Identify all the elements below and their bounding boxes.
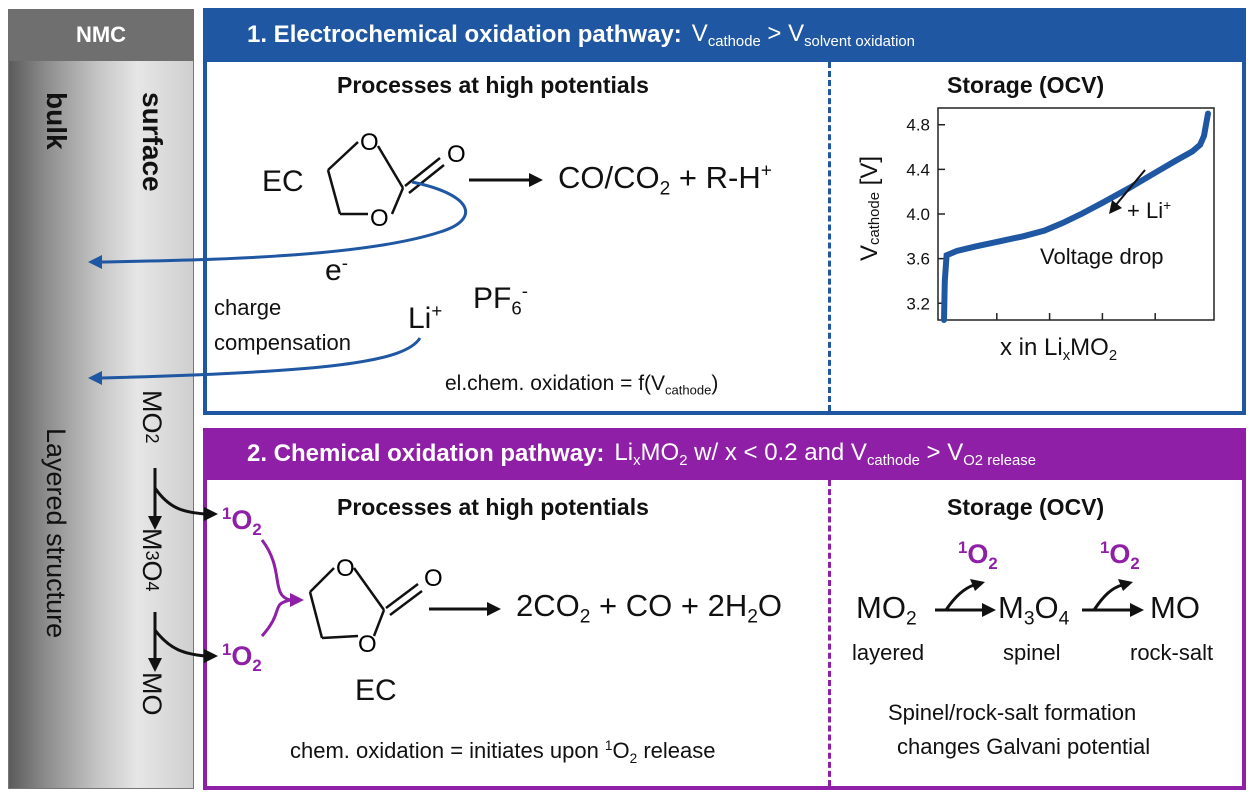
storage-layered: layered (852, 640, 925, 665)
storage-mo: MO (1150, 590, 1200, 625)
surface-label: surface (137, 92, 168, 192)
ocv-ytick-label-3: 3.6 (906, 250, 930, 269)
p1-ec-label: EC (262, 165, 304, 198)
p1-processes-title: Processes at high potentials (337, 72, 649, 98)
nmc-column (8, 9, 194, 789)
chemical-panel-header: 2. Chemical oxidation pathway: LixMO2 w/… (203, 428, 1246, 480)
p1-reaction-arrow-icon (469, 173, 543, 187)
p2-storage-title: Storage (OCV) (947, 494, 1105, 520)
ocv-series-line (941, 110, 1211, 323)
ocv-ytick-label-0: 4.8 (906, 116, 930, 135)
p1-electron: e- (325, 252, 348, 288)
p1-equation: el.chem. oxidation = f(Vcathode) (445, 372, 719, 398)
nmc-m3o4: M3O4 (137, 528, 167, 592)
ec-molecule-icon-2: O O O (308, 555, 443, 658)
layered-structure-label: Layered structure (41, 428, 71, 639)
storage-singlet-oxygen-1: 1O2 (958, 538, 998, 573)
svg-text:O: O (360, 129, 379, 156)
singlet-oxygen-top: 1O2 (222, 504, 262, 539)
chemical-condition: LixMO2 w/ x < 0.2 and Vcathode > VO2 rel… (614, 438, 1036, 470)
storage-spinel: spinel (1003, 640, 1061, 665)
storage-note-1: Spinel/rock-salt formation (888, 700, 1137, 725)
electrochemical-panel-header: 1. Electrochemical oxidation pathway: Vc… (203, 8, 1246, 62)
p1-products: CO/CO2 + R-H+ (558, 160, 772, 200)
storage-singlet-oxygen-2: 1O2 (1100, 538, 1140, 573)
storage-m3o4: M3O4 (998, 590, 1070, 630)
svg-text:O: O (447, 141, 466, 168)
svg-text:O: O (358, 631, 377, 658)
p1-pf6-ion: PF6- (473, 280, 528, 319)
nmc-mo: MO (137, 672, 167, 716)
panel2-divider (828, 480, 831, 786)
p2-equation: chem. oxidation = initiates upon 1O2 rel… (290, 738, 716, 766)
p1-charge-label: charge (214, 295, 282, 320)
chemical-title: 2. Chemical oxidation pathway: (247, 440, 605, 467)
electrochemical-title: 1. Electrochemical oxidation pathway: (247, 21, 682, 48)
p1-compensation-label: compensation (214, 330, 351, 355)
p2-processes-title: Processes at high potentials (337, 494, 649, 520)
ocv-chart: 4.8 4.4 4.0 3.6 3.2 (906, 107, 1215, 323)
svg-text:O: O (370, 205, 389, 232)
nmc-header: NMC (8, 9, 194, 61)
p2-reaction-arrow-icon (429, 602, 501, 616)
nmc-mo2: MO2 (137, 390, 167, 444)
storage-mo2: MO2 (856, 590, 917, 630)
p1-li-ion: Li+ (408, 300, 443, 336)
p1-storage-title: Storage (OCV) (947, 72, 1105, 98)
panel1-divider (828, 62, 831, 411)
p2-ec-label: EC (355, 674, 397, 707)
svg-text:O: O (336, 555, 355, 582)
p2-products: 2CO2 + CO + 2H2O (516, 588, 783, 628)
storage-rocksalt: rock-salt (1130, 640, 1214, 665)
ocv-li-arrow (1114, 169, 1146, 207)
ocv-ytick-label-1: 4.4 (906, 160, 930, 179)
ocv-ytick-label-2: 4.0 (906, 205, 930, 224)
ec-molecule-icon: O O O (326, 129, 466, 232)
svg-text:O: O (424, 565, 443, 592)
ocv-annotation-drop: Voltage drop (1040, 244, 1164, 269)
ocv-annotation-li: + Li+ (1127, 198, 1172, 224)
ocv-xlabel: x in LixMO2 (1000, 334, 1118, 365)
singlet-oxygen-bottom: 1O2 (222, 640, 262, 675)
nmc-header-label: NMC (75, 22, 127, 47)
bulk-label: bulk (41, 92, 72, 150)
ocv-ytick-label-4: 3.2 (906, 294, 930, 313)
electrochemical-condition: Vcathode > Vsolvent oxidation (691, 19, 915, 51)
storage-note-2: changes Galvani potential (897, 734, 1151, 759)
